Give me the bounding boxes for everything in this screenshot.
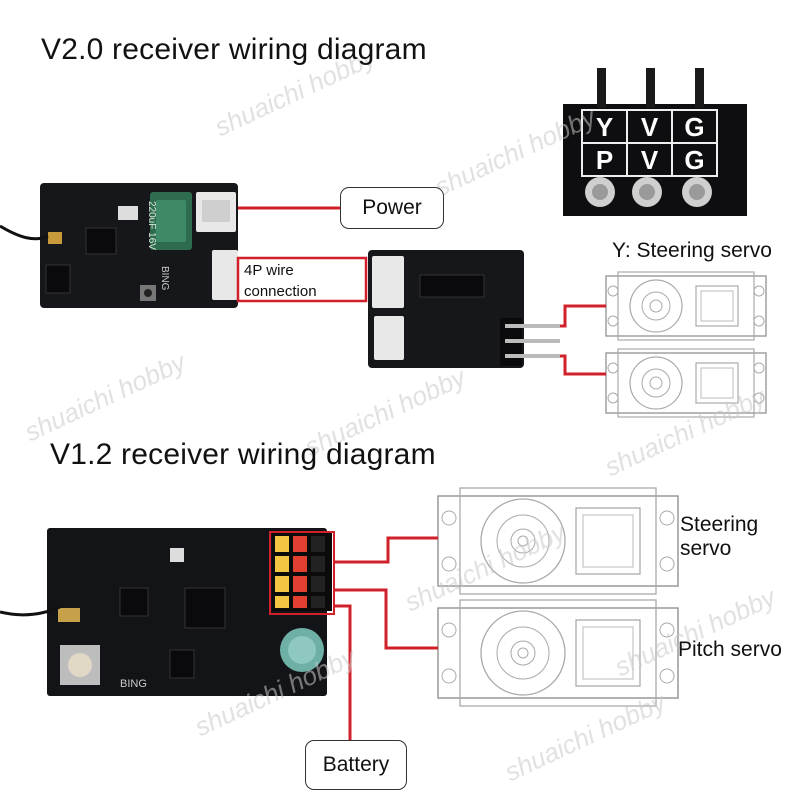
v12-board-brand: BING (120, 678, 147, 690)
pin-label-v: V (640, 112, 659, 142)
v12-steering-label-line2: servo (680, 537, 732, 560)
pin-label-g: G (684, 112, 705, 142)
pin-header-bottom-row: P V G (582, 145, 717, 176)
v20-4p-wire-box (236, 256, 368, 303)
battery-callout: Battery (305, 740, 407, 790)
v20-title: V2.0 receiver wiring diagram (41, 33, 427, 66)
v20-steering-servo-label: Y: Steering servo (612, 239, 772, 262)
pin-header-top-row: Y V G (582, 112, 717, 143)
4p-wire-label-line1: 4P wire (244, 262, 294, 279)
v20-receiver-board (40, 183, 238, 308)
pin-label-y: Y (595, 112, 614, 142)
v12-steering-label-line1: Steering (680, 513, 759, 536)
pin-label-v2: V (640, 145, 659, 175)
v12-steering-servo-label: Steering servo (680, 513, 758, 561)
v20-wires (238, 206, 606, 376)
pin-label-g2: G (684, 145, 705, 175)
4p-wire-label-line2: connection (244, 283, 317, 300)
v12-pitch-servo-label: Pitch servo (678, 638, 782, 661)
v12-antenna-wire (0, 604, 63, 617)
v20-pitch-servo-graphic (605, 348, 767, 418)
capacitor-text: 220uF 16V (146, 201, 157, 250)
v20-adapter-board (368, 250, 560, 368)
antenna-wire (0, 224, 49, 241)
4p-wire-label: 4P wire connection (244, 260, 317, 302)
v12-receiver-board (47, 528, 335, 696)
v12-pitch-servo-graphic (437, 599, 679, 707)
v12-title: V1.2 receiver wiring diagram (50, 438, 436, 471)
v20-board-brand: BING (159, 266, 170, 291)
power-callout: Power (340, 187, 444, 229)
v20-steering-servo-graphic (605, 271, 767, 341)
v12-steering-servo-graphic (437, 487, 679, 595)
v12-wires (334, 536, 438, 740)
pin-label-p: P (595, 145, 614, 175)
pin-header-closeup (563, 68, 747, 216)
